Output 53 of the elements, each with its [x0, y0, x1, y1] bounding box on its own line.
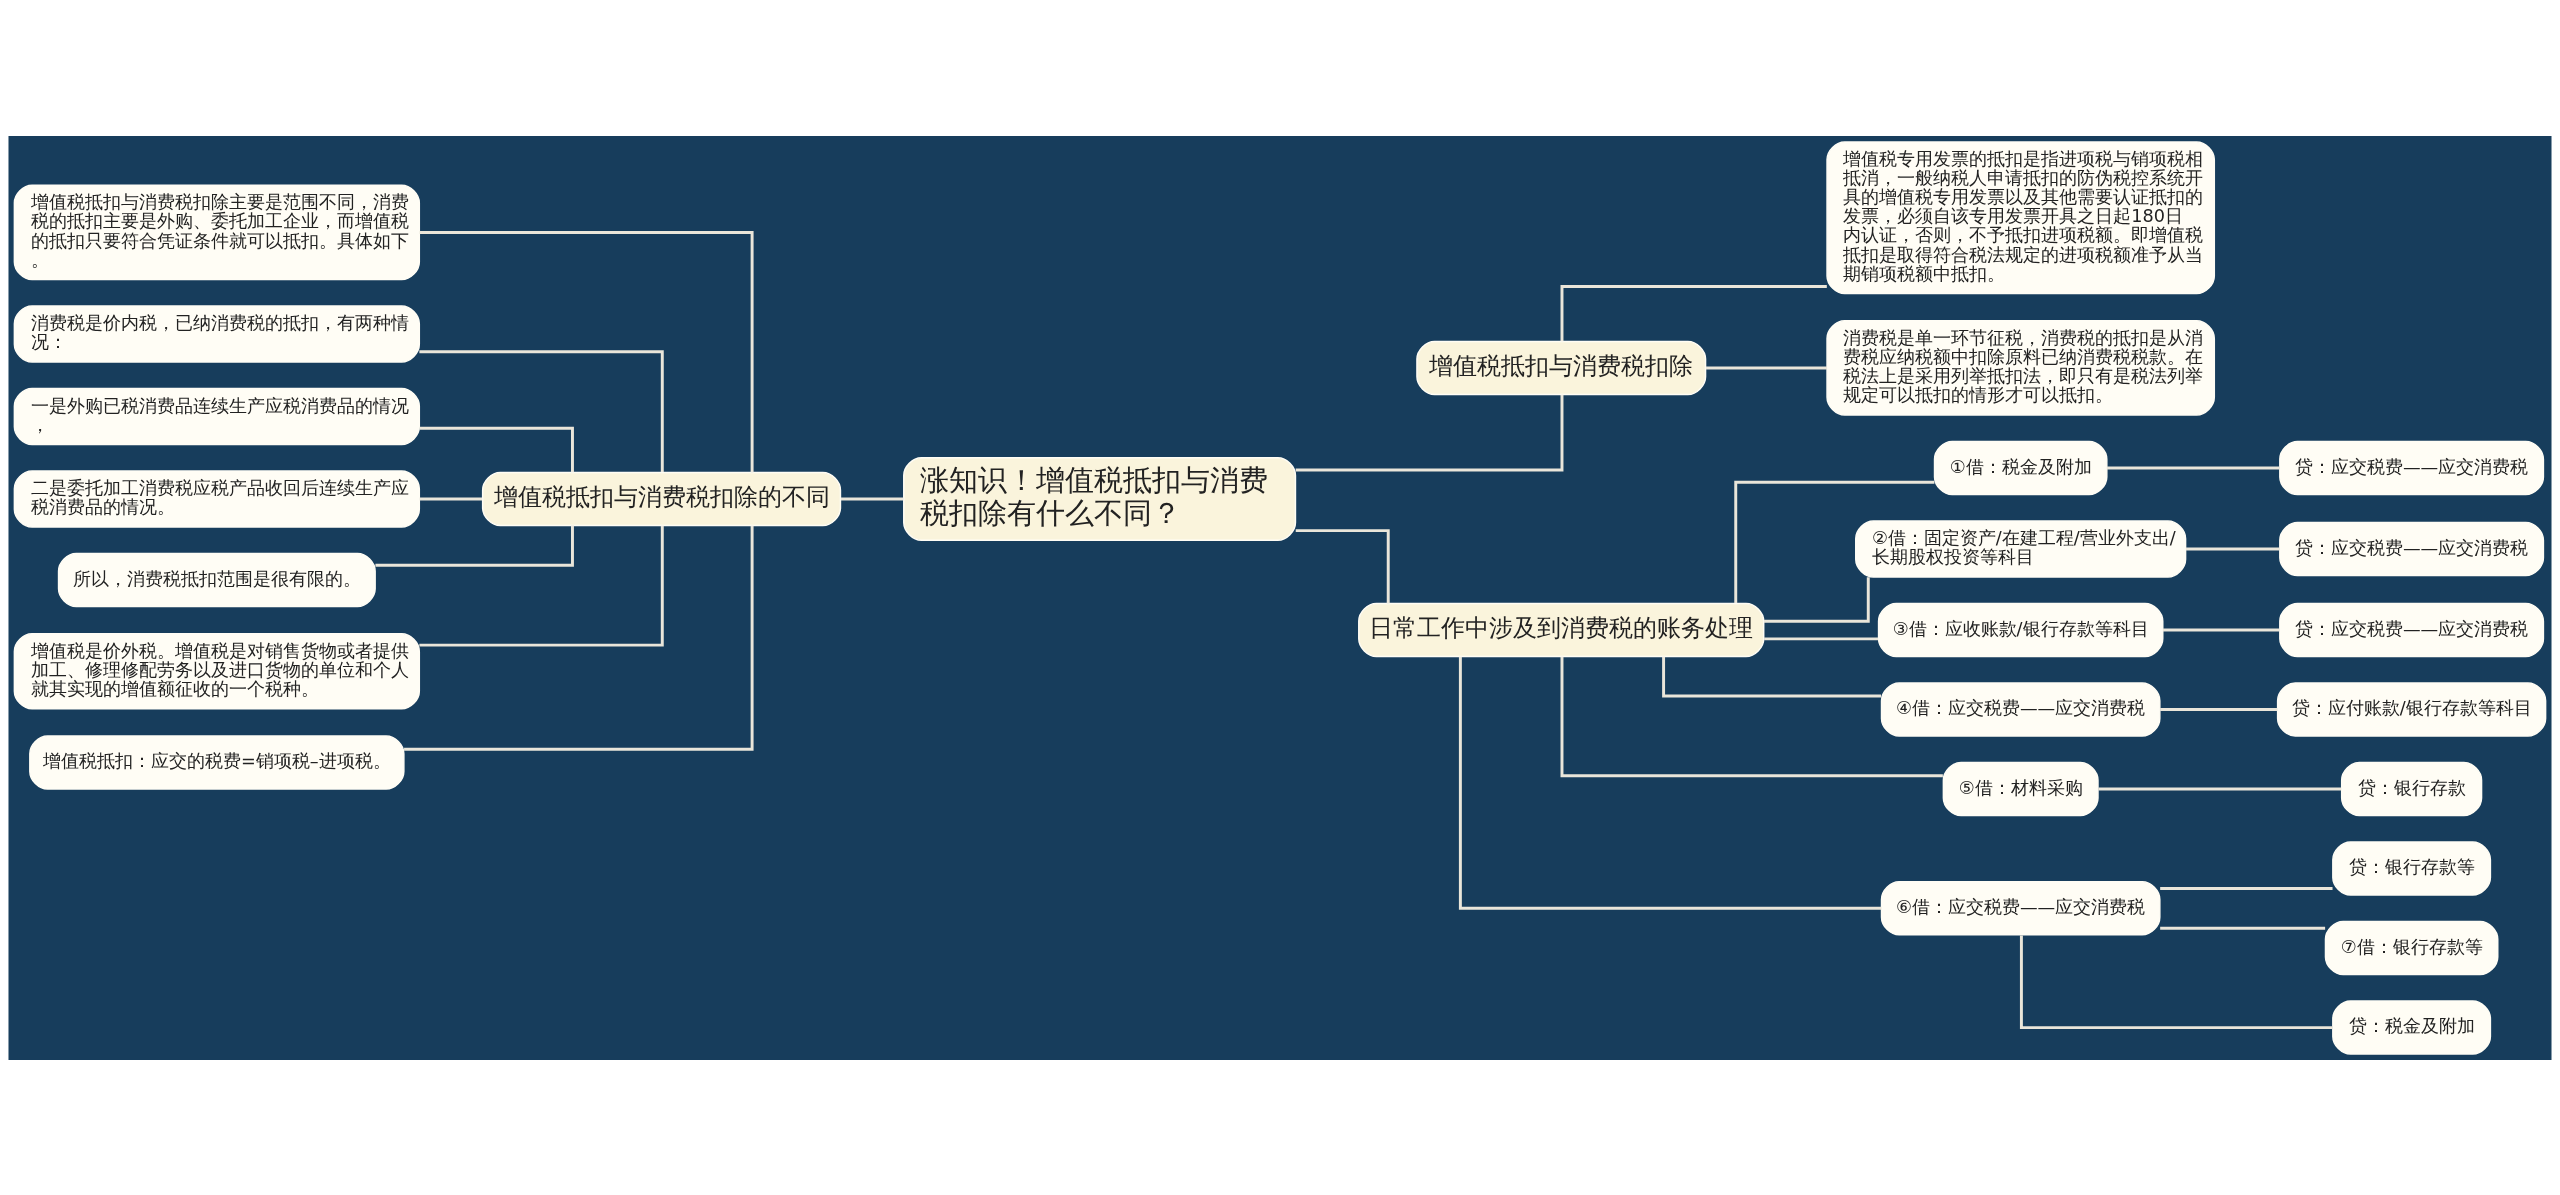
connector — [1295, 394, 1564, 471]
node-box: ⑥借：应交税费——应交消费税 — [1880, 880, 2161, 936]
node-box: 涨知识！增值税抵扣与消费税扣除有什么不同？ — [903, 456, 1297, 541]
connector — [1734, 480, 1935, 603]
node-box: 贷：应交税费——应交消费税 — [2279, 602, 2545, 657]
connector — [2185, 547, 2280, 550]
connector — [419, 497, 483, 500]
node-box: 消费税是价内税，已纳消费税的抵扣，有两种情况： — [13, 304, 421, 363]
node-box: ⑦借：银行存款等 — [2324, 920, 2499, 975]
node-box: 增值税抵扣与消费税扣除的不同 — [481, 471, 842, 526]
connector — [2162, 628, 2280, 631]
connector — [2098, 787, 2342, 791]
connector — [375, 525, 574, 567]
node-box: 消费税是单一环节征税，消费税的抵扣是从消费税应纳税额中扣除原料已纳消费税税款。在税法上是采用列举抵扣法，即只有是税法列举规定可以抵扣的情形才可以抵扣。 — [1826, 319, 2216, 416]
node-box: ⑤借：材料采购 — [1942, 761, 2099, 816]
connector — [1458, 656, 1882, 910]
node-box: 贷：应交税费——应交消费税 — [2279, 521, 2545, 576]
connector — [419, 426, 574, 472]
node-box: 贷：应付账款/银行存款等科目 — [2276, 681, 2547, 737]
node-box: 贷：银行存款 — [2340, 761, 2483, 816]
node-box: ①借：税金及附加 — [1933, 440, 2108, 495]
connector — [2160, 707, 2278, 711]
connector — [1295, 528, 1390, 603]
connector — [1763, 576, 1870, 623]
connector — [419, 525, 664, 647]
connector — [1662, 656, 1882, 697]
node-box: 增值税抵扣：应交的税费=销项税–进项税。 — [29, 734, 405, 790]
node-box: 增值税专用发票的抵扣是指进项税与销项税相抵消，一般纳税人申请抵扣的防伪税控系统开具的增值税专用发票以及其他需要认证抵扣的发票，必须自该专用发票开具之日起180日内认证，否则，不予抵扣进项税额。即增值税抵扣是取得符合税法规定的进项税额准予从当期销项税额中抵扣。 — [1826, 140, 2216, 294]
node-box: 贷：税金及附加 — [2332, 999, 2492, 1055]
node-box: 贷：应交税费——应交消费税 — [2279, 440, 2545, 495]
node-box: ④借：应交税费——应交消费税 — [1880, 681, 2161, 737]
connector — [841, 497, 904, 500]
node-box: 增值税是价外税。增值税是对销售货物或者提供加工、修理修配劳务以及进口货物的单位和个人就其实现的增值额征收的一个税种。 — [13, 632, 421, 710]
connector — [2019, 934, 2333, 1029]
connector — [2160, 926, 2326, 930]
connector — [1560, 656, 1943, 777]
connector — [419, 349, 664, 472]
connector — [404, 525, 754, 751]
connector — [2106, 466, 2280, 470]
connector — [1560, 284, 1827, 341]
node-box: 贷：银行存款等 — [2332, 840, 2492, 896]
node-box: ②借：固定资产/在建工程/营业外支出/长期股权投资等科目 — [1855, 519, 2187, 578]
node-box: 日常工作中涉及到消费税的账务处理 — [1358, 602, 1765, 657]
connector — [1706, 365, 1827, 369]
node-box: ③借：应收账款/银行存款等科目 — [1877, 602, 2164, 657]
node-box: 一是外购已税消费品连续生产应税消费品的情况， — [13, 387, 421, 445]
node-box: 所以，消费税抵扣范围是很有限的。 — [57, 552, 376, 607]
node-box: 增值税抵扣与消费税扣除 — [1416, 340, 1707, 395]
node-box: 增值税抵扣与消费税扣除主要是范围不同，消费税的抵扣主要是外购、委托加工企业，而增值税的抵扣只要符合凭证条件就可以抵扣。具体如下。 — [13, 184, 421, 280]
connector — [419, 230, 754, 472]
connector — [2160, 886, 2333, 890]
node-box: 二是委托加工消费税应税产品收回后连续生产应税消费品的情况。 — [13, 469, 421, 528]
connector — [1764, 636, 1879, 640]
